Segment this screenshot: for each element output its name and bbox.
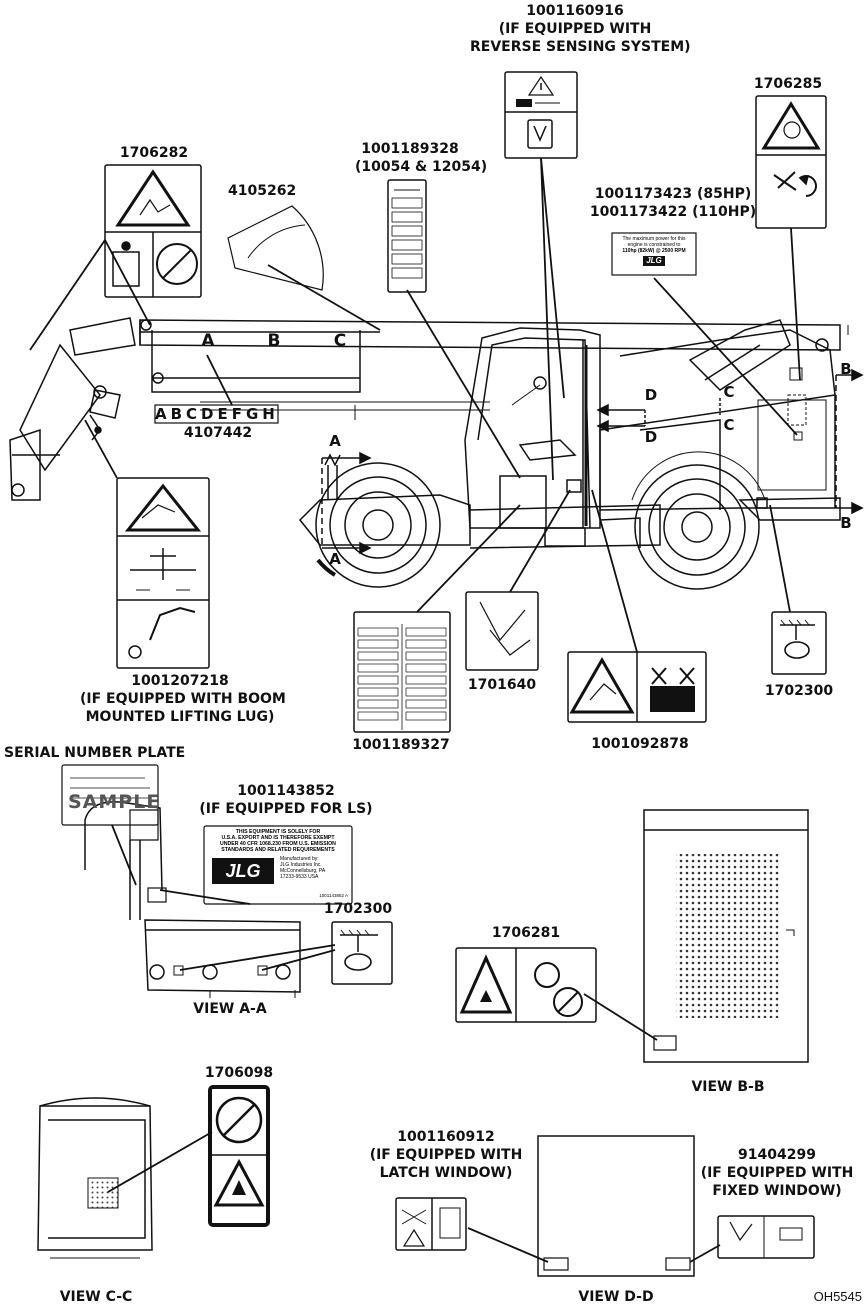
label-1001143852: 1001143852 (IF EQUIPPED FOR LS) <box>186 782 386 818</box>
decal-1001189328-art <box>387 179 427 293</box>
part-note: (IF EQUIPPED WITH <box>369 1147 523 1163</box>
view-a-a <box>61 764 393 998</box>
view-d-d <box>395 1135 815 1277</box>
decal-1706282-art <box>104 164 202 298</box>
view-a-a-title: VIEW A-A <box>193 1001 267 1017</box>
label-1706098: 1706098 <box>204 1065 274 1081</box>
view-b-b-title: VIEW B-B <box>691 1079 765 1095</box>
boom-letter-c: C <box>333 331 347 351</box>
ls-line: THIS EQUIPMENT IS SOLELY FOR <box>235 829 321 835</box>
part-note: (IF EQUIPPED WITH <box>498 21 652 37</box>
ls-line: UNDER 40 CFR 1068.230 FROM U.S. EMISSION <box>220 841 336 847</box>
label-1702300: 1702300 <box>764 683 834 699</box>
view-d-d-title: VIEW D-D <box>578 1289 654 1305</box>
section-letter-a: A <box>329 432 341 450</box>
part-number: 1001160912 <box>397 1129 495 1145</box>
decal-1001173423-art <box>611 232 697 276</box>
part-number: 1001173422 (110HP) <box>589 204 757 220</box>
section-letter-d: D <box>644 386 658 404</box>
boom-letter-a: A <box>201 331 215 351</box>
label-1706282: 1706282 <box>119 145 189 161</box>
jlg-logo: JLG <box>212 858 274 884</box>
label-1001160912: 1001160912 (IF EQUIPPED WITH LATCH WINDO… <box>356 1128 536 1182</box>
label-1701640: 1701640 <box>467 677 537 693</box>
ls-mfr-line: Manufactured by: <box>280 856 319 862</box>
part-note: FIXED WINDOW) <box>712 1183 842 1199</box>
view-b-b <box>455 809 809 1063</box>
label-1001173423: 1001173423 (85HP) 1001173422 (110HP) <box>588 185 758 221</box>
label-serial-number-plate: SERIAL NUMBER PLATE <box>4 745 186 761</box>
decal-4107442-art <box>154 404 279 424</box>
ls-manufacturer: Manufactured by: JLG Industries Inc. McC… <box>280 856 350 880</box>
section-letter-c: C <box>723 416 735 434</box>
part-number: 1001207218 <box>131 673 229 689</box>
view-c-c <box>37 1085 270 1259</box>
view-c-c-title: VIEW C-C <box>59 1289 133 1305</box>
section-letter-d: D <box>644 428 658 446</box>
label-1001160916: 1001160916 (IF EQUIPPED WITH REVERSE SEN… <box>470 2 691 56</box>
label-1001092878: 1001092878 <box>591 736 689 752</box>
decal-1702300-art <box>771 611 827 675</box>
power-decal-text: The maximum power for this engine is con… <box>612 236 696 266</box>
part-number: 91404299 <box>738 1147 816 1163</box>
decal-1701640-art <box>465 591 539 671</box>
label-1702300-view-a: 1702300 <box>323 901 393 917</box>
jlg-logo: JLG <box>643 256 665 266</box>
power-line: The maximum power for this <box>622 236 686 242</box>
decal-4105262-art <box>227 205 324 291</box>
label-1001207218: 1001207218 (IF EQUIPPED WITH BOOM MOUNTE… <box>80 672 286 726</box>
ls-mfr-line: McConnellsburg, PA <box>280 868 326 874</box>
label-4105262: 4105262 <box>228 183 297 199</box>
label-4107442: 4107442 <box>183 425 253 441</box>
part-note: (10054 & 12054) <box>355 159 488 175</box>
ls-line: STANDARDS AND RELATED REQUIREMENTS <box>221 847 335 853</box>
decal-1001189327-art <box>353 611 451 733</box>
label-1001189328: 1001189328 (10054 & 12054) <box>355 140 488 176</box>
section-markers <box>321 368 864 555</box>
section-letter-b: B <box>840 514 852 532</box>
drawing-id: OH5545 <box>813 1289 862 1304</box>
label-1706285: 1706285 <box>753 76 823 92</box>
part-note: LATCH WINDOW) <box>379 1165 513 1181</box>
section-letter-c: C <box>723 383 735 401</box>
ls-decal-text: THIS EQUIPMENT IS SOLELY FOR U.S.A. EXPO… <box>204 829 352 853</box>
part-note: REVERSE SENSING SYSTEM) <box>470 39 691 55</box>
decal-1001092878-art <box>567 651 707 723</box>
part-number: 1001173423 (85HP) <box>594 186 752 202</box>
part-number: 1001160916 <box>526 3 624 19</box>
decal-1001207218-art <box>116 477 210 669</box>
part-note: (IF EQUIPPED FOR LS) <box>199 801 373 817</box>
boom-letter-b: B <box>267 331 281 351</box>
part-note: (IF EQUIPPED WITH BOOM <box>80 691 286 707</box>
label-1706281: 1706281 <box>491 925 561 941</box>
power-line: 110hp (82kW) @ 2500 RPM <box>622 248 686 254</box>
ls-mfr-line: 17233-9533 USA <box>280 874 319 880</box>
telehandler-side-view <box>9 317 849 590</box>
ls-decal-part: 1001143852 A <box>319 893 348 898</box>
ls-line: U.S.A. EXPORT AND IS THEREFORE EXEMPT <box>221 835 335 841</box>
label-1001189327: 1001189327 <box>352 737 450 753</box>
letters-decal: ABCDEFGH <box>155 405 279 423</box>
label-91404299: 91404299 (IF EQUIPPED WITH FIXED WINDOW) <box>688 1146 866 1200</box>
serial-sample-watermark: SAMPLE <box>68 791 161 813</box>
part-note: MOUNTED LIFTING LUG) <box>85 709 275 725</box>
power-line: engine is constrained to <box>627 242 681 248</box>
ls-mfr-line: JLG Industries Inc. <box>280 862 322 868</box>
part-note: (IF EQUIPPED WITH <box>700 1165 854 1181</box>
section-letter-a: A <box>329 550 341 568</box>
part-number: 1001143852 <box>237 783 335 799</box>
part-number: 1001189328 <box>361 141 459 157</box>
leader-lines <box>29 157 801 653</box>
decal-1001160916-art <box>504 71 578 159</box>
section-letter-b: B <box>840 360 852 378</box>
decal-1706285-art <box>755 95 827 229</box>
